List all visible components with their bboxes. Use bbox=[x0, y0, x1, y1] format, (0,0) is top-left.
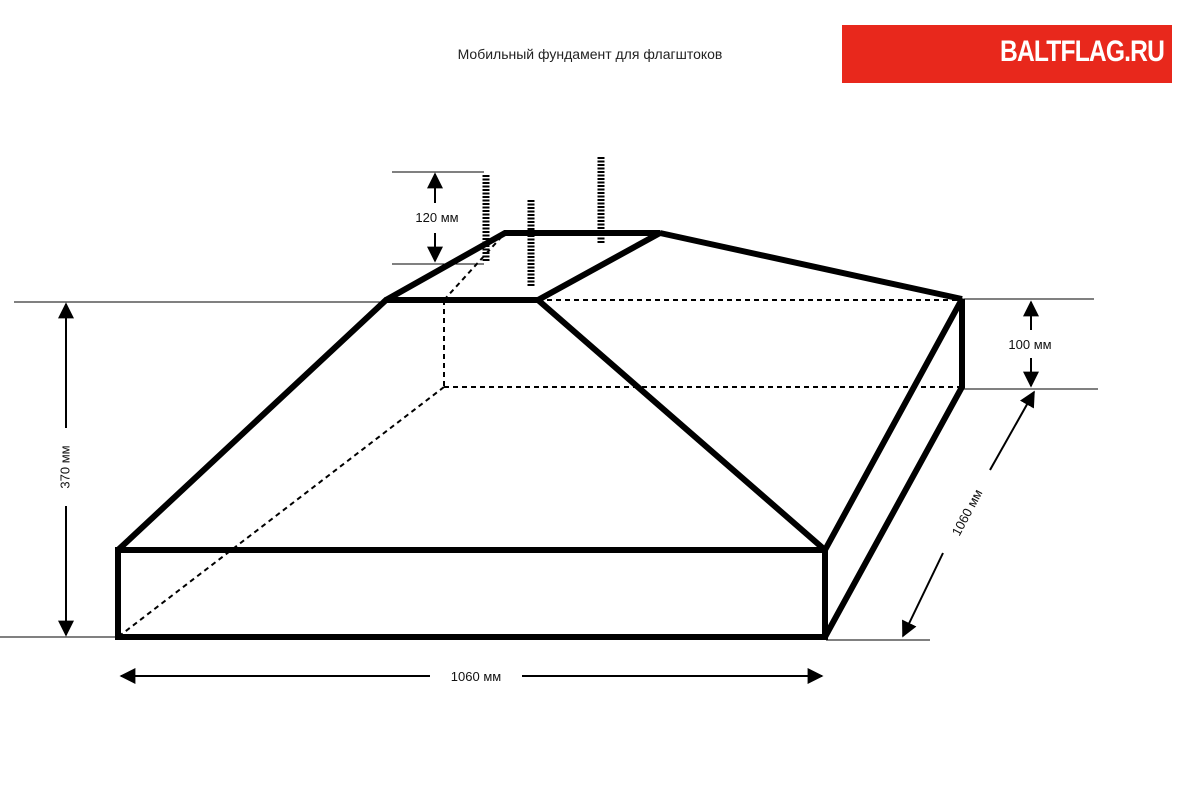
total-height-label: 370 мм bbox=[57, 445, 72, 488]
page-title: Мобильный фундамент для флагштоков bbox=[457, 46, 723, 62]
base-width-label: 1060 мм bbox=[451, 669, 501, 684]
depth-arrow-lower bbox=[902, 552, 944, 638]
base-depth-label: 1060 мм bbox=[949, 487, 986, 539]
hidden-edges bbox=[117, 232, 962, 638]
depth-arrow-upper bbox=[989, 390, 1035, 471]
foundation-body bbox=[115, 230, 965, 640]
brand-logo[interactable]: BALTFLAG.RU bbox=[842, 25, 1172, 83]
brand-logo-text: BALTFLAG.RU bbox=[999, 35, 1165, 68]
reference-lines bbox=[0, 171, 1098, 641]
base-height-label: 100 мм bbox=[1008, 337, 1051, 352]
dimension-arrows bbox=[58, 172, 1039, 684]
anchor-bolts bbox=[482, 157, 605, 287]
bolt-height-label: 120 мм bbox=[415, 210, 458, 225]
